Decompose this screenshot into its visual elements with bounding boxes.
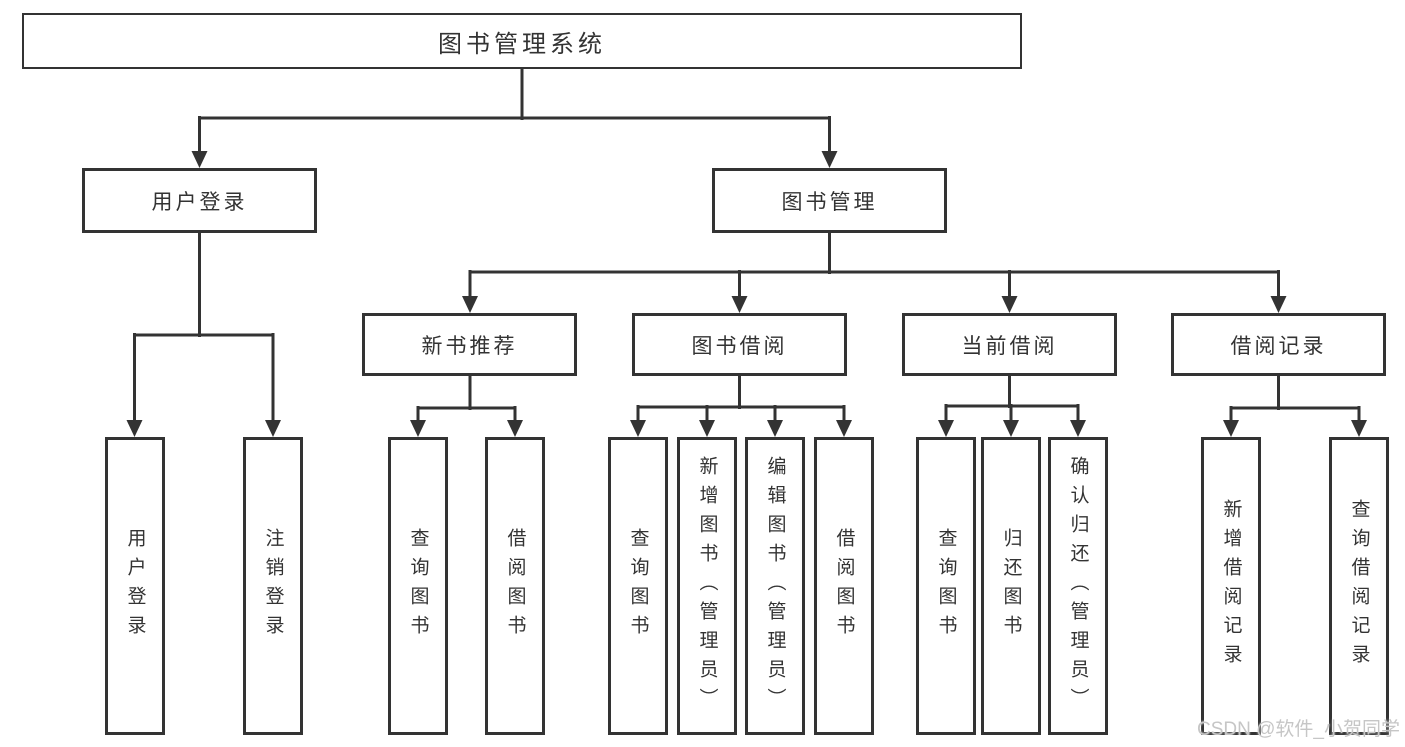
node-search-borrow-record: 查询借阅记录 (1329, 437, 1389, 735)
node-search-books-current: 查询图书 (916, 437, 976, 735)
node-user-login-leaf: 用户登录 (105, 437, 165, 735)
node-edit-books-admin: 编辑图书（管理员） (745, 437, 805, 735)
node-label: 图书借阅 (691, 334, 788, 358)
node-borrow-books-leaf: 借阅图书 (814, 437, 874, 735)
node-label: 编辑图书（管理员） (764, 455, 786, 717)
node-confirm-return-admin: 确认归还（管理员） (1048, 437, 1108, 735)
node-label: 查询图书 (627, 528, 649, 644)
node-label: 借阅图书 (504, 528, 526, 644)
node-label: 新书推荐 (421, 334, 518, 358)
node-borrowing-records: 借阅记录 (1171, 313, 1386, 376)
node-search-books-borrow: 查询图书 (608, 437, 668, 735)
node-label: 图书管理 (781, 190, 878, 214)
node-label: 借阅图书 (833, 528, 855, 644)
node-logout-leaf: 注销登录 (243, 437, 303, 735)
node-label: 新增图书（管理员） (696, 455, 718, 717)
node-label: 当前借阅 (961, 334, 1058, 358)
node-current-borrowing: 当前借阅 (902, 313, 1117, 376)
node-add-borrow-record: 新增借阅记录 (1201, 437, 1261, 735)
connector-path (133, 68, 1361, 424)
node-label: 注销登录 (262, 528, 284, 644)
node-label: 新增借阅记录 (1220, 499, 1242, 673)
node-user-login: 用户登录 (82, 168, 317, 233)
node-search-books-recommend: 查询图书 (388, 437, 448, 735)
node-label: 查询借阅记录 (1348, 499, 1370, 673)
node-new-book-recommendation: 新书推荐 (362, 313, 577, 376)
node-return-books: 归还图书 (981, 437, 1041, 735)
node-book-management: 图书管理 (712, 168, 947, 233)
node-book-borrowing: 图书借阅 (632, 313, 847, 376)
node-label: 用户登录 (124, 528, 146, 644)
csdn-watermark: CSDN @软件_小贺同学 (1197, 719, 1400, 740)
node-label: 确认归还（管理员） (1067, 455, 1089, 717)
node-label: 查询图书 (935, 528, 957, 644)
node-label: 用户登录 (151, 190, 248, 214)
node-library-management-system: 图书管理系统 (22, 13, 1022, 69)
node-label: 查询图书 (407, 528, 429, 644)
node-add-books-admin: 新增图书（管理员） (677, 437, 737, 735)
node-label: 图书管理系统 (438, 30, 606, 58)
node-borrow-books-recommend: 借阅图书 (485, 437, 545, 735)
node-label: 借阅记录 (1230, 334, 1327, 358)
arrowheads (126, 151, 1367, 437)
node-label: 归还图书 (1000, 528, 1022, 644)
